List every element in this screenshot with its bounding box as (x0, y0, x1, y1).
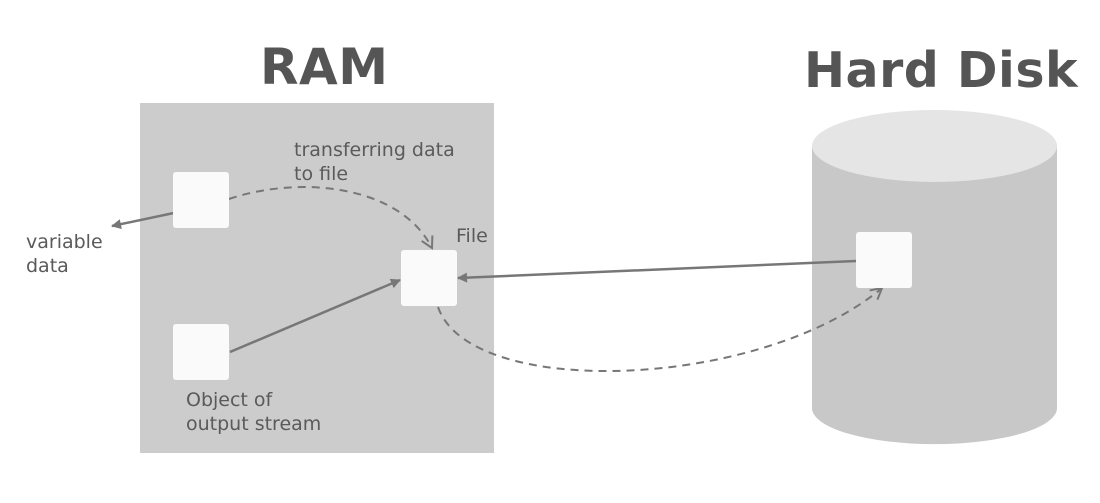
file-label: File (456, 225, 488, 247)
variable-label-line2: data (26, 255, 69, 277)
arrow-stream-to-file (229, 278, 401, 354)
hard-disk-title: Hard Disk (804, 42, 1079, 99)
hard-disk-body (812, 146, 1057, 445)
dashed-arrow-variable-to-file (228, 186, 432, 248)
output-label-line2: output stream (186, 413, 322, 435)
transfer-label: transferring data to file (294, 138, 455, 186)
variable-data-label: variable data (26, 230, 103, 278)
variable-data-node (173, 172, 229, 228)
ram-title: RAM (260, 38, 389, 96)
file-node (401, 250, 457, 306)
output-stream-label: Object of output stream (186, 388, 321, 436)
output-stream-node (173, 324, 229, 380)
output-label-line1: Object of (186, 389, 273, 411)
disk-file-node (856, 232, 912, 288)
transfer-label-line1: transferring data (294, 139, 455, 161)
hard-disk-cylinder (812, 110, 1057, 445)
variable-label-line1: variable (26, 231, 103, 253)
transfer-label-line2: to file (294, 163, 349, 185)
arrow-disk-to-file (457, 259, 857, 283)
hard-disk-top (812, 110, 1057, 182)
dashed-arrow-file-to-disk (437, 288, 882, 373)
